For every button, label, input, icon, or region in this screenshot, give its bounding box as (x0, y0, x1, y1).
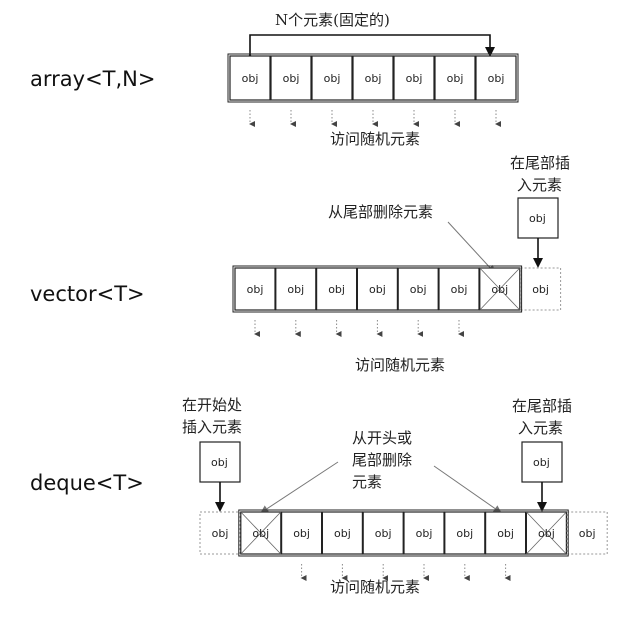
array-access-label: 访问随机元素 (330, 130, 420, 148)
vector-obj-cell (316, 267, 358, 311)
obj-cell-text: obj (451, 283, 468, 296)
deque-type-label: deque<T> (30, 471, 144, 495)
obj-cell-text: obj (497, 527, 514, 540)
vector-cells: obj obj obj obj obj obj obj obj (232, 265, 562, 313)
obj-cell-text: obj (579, 527, 596, 540)
obj-cell-text: obj (491, 283, 508, 296)
vector-obj-cell (356, 267, 398, 311)
deque-obj-cell (485, 511, 527, 555)
deque-remove-label-line2: 尾部删除 (352, 451, 412, 469)
cross-line (479, 267, 521, 311)
cross-line (526, 511, 567, 555)
vector-outer-frame (232, 265, 523, 313)
array-size-label: N个元素(固定的) (275, 11, 390, 29)
obj-cell-text: obj (328, 283, 345, 296)
array-obj-cell (229, 55, 271, 101)
obj-cell-text: obj (365, 72, 382, 85)
obj-cell-text: obj (410, 283, 427, 296)
deque-obj-cell (403, 511, 445, 555)
obj-cell-text: obj (242, 72, 259, 85)
vector-insert-obj-text: obj (529, 212, 546, 225)
deque-front-cell (199, 511, 241, 555)
obj-cell-text: obj (538, 527, 555, 540)
vector-obj-cell (438, 267, 480, 311)
obj-cell-text: obj (212, 527, 229, 540)
deque-obj-cell (362, 511, 404, 555)
deque-outer-frame (238, 509, 569, 557)
cross-line (240, 511, 282, 555)
deque-cells: obj obj obj obj obj obj obj obj obj obj (199, 509, 608, 557)
vector-insert-end-label-line1: 在尾部插 (510, 154, 570, 172)
vector-remove-arrow (447, 221, 496, 274)
deque-access-arrows (300, 564, 511, 581)
obj-cell-text: obj (406, 72, 423, 85)
deque-access-label: 访问随机元素 (330, 578, 420, 596)
deque-remove-label-line1: 从开头或 (352, 429, 412, 447)
deque-insert-end-label-line1: 在尾部插 (512, 397, 572, 415)
array-outer-frame (227, 53, 519, 103)
vector-obj-cell (234, 267, 276, 311)
deque-end-cell (566, 511, 608, 555)
obj-cell-text: obj (247, 283, 264, 296)
obj-cell-text: obj (293, 527, 310, 540)
array-obj-cell (475, 55, 517, 101)
deque-obj-cell (281, 511, 323, 555)
deque-insert-front-obj-text: obj (211, 456, 228, 469)
deque-obj-cell (444, 511, 486, 555)
obj-cell-text: obj (416, 527, 433, 540)
obj-cell-text: obj (369, 283, 386, 296)
deque-remove-end-arrow (433, 465, 502, 514)
obj-cell-text: obj (324, 72, 341, 85)
obj-cell-text: obj (447, 72, 464, 85)
array-obj-cell (270, 55, 312, 101)
obj-cell-text: obj (488, 72, 505, 85)
deque-insert-end-obj-box (521, 441, 563, 483)
deque-insert-end-obj-text: obj (533, 456, 550, 469)
array-obj-cell (393, 55, 435, 101)
deque-remove-label-line3: 元素 (352, 473, 382, 491)
vector-obj-cell (397, 267, 439, 311)
obj-cell-text: obj (375, 527, 392, 540)
array-obj-cell (434, 55, 476, 101)
obj-cell-text: obj (532, 283, 549, 296)
array-obj-cell (352, 55, 394, 101)
deque-insert-end-label-line2: 入元素 (518, 419, 563, 437)
array-size-bracket (245, 34, 495, 63)
vector-insert-end-label-line2: 入元素 (517, 176, 562, 194)
vector-insert-obj-box (517, 197, 559, 239)
deque-section: deque<T> 在开始处 插入元素 obj 在尾部插 入元素 obj 从开头或… (30, 396, 608, 596)
deque-insert-front-label-line2: 插入元素 (182, 418, 242, 436)
array-access-arrows (249, 110, 501, 127)
vector-access-arrows (254, 320, 464, 337)
array-obj-cell (311, 55, 353, 101)
vector-obj-cell (275, 267, 317, 311)
vector-end-cell (520, 267, 562, 311)
obj-cell-text: obj (456, 527, 473, 540)
vector-type-label: vector<T> (30, 282, 145, 306)
obj-cell-text: obj (287, 283, 304, 296)
obj-cell-text: obj (334, 527, 351, 540)
deque-obj-cell (321, 511, 363, 555)
deque-remove-front-arrow (260, 461, 339, 514)
array-type-label: array<T,N> (30, 67, 155, 91)
obj-cell-text: obj (283, 72, 300, 85)
array-cells: obj obj obj obj obj obj obj (227, 53, 519, 103)
vector-remove-end-label: 从尾部删除元素 (328, 203, 433, 221)
vector-access-label: 访问随机元素 (355, 356, 445, 374)
deque-insert-front-label-line1: 在开始处 (182, 396, 242, 414)
obj-cell-text: obj (252, 527, 269, 540)
